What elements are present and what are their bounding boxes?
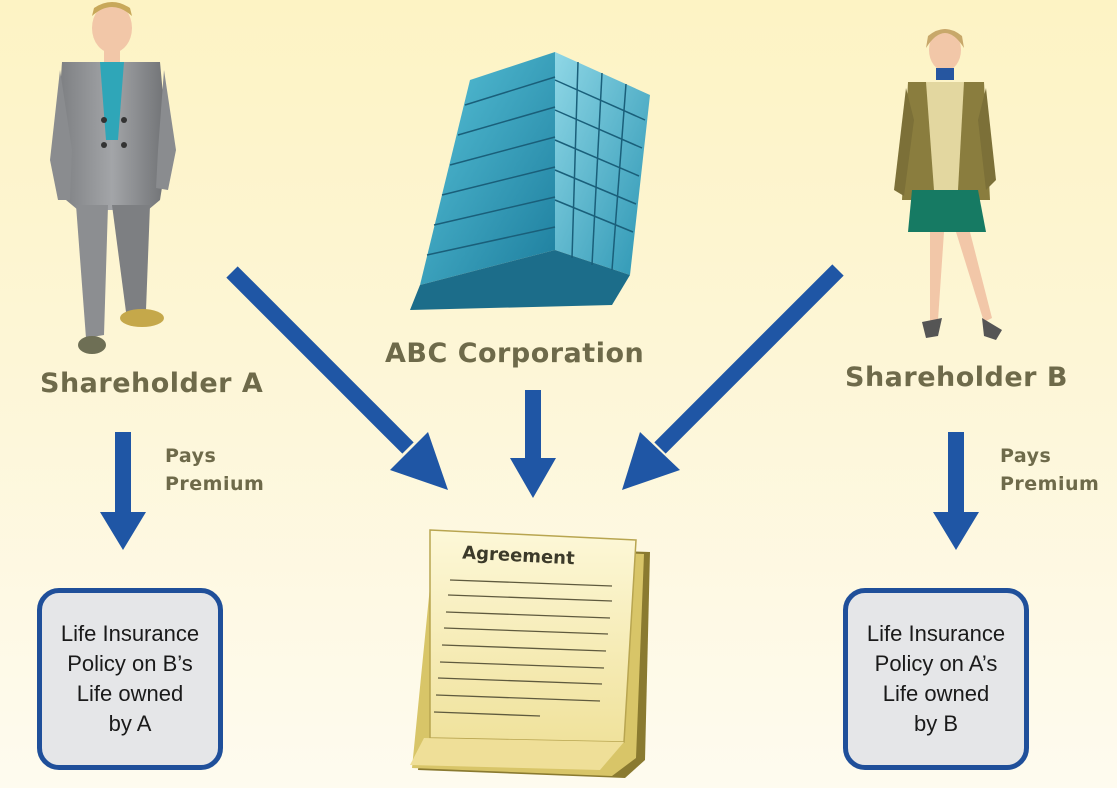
abc-corporation-label: ABC Corporation (385, 338, 645, 369)
abc-corporation-building (410, 52, 650, 310)
agreement-document: Agreement (410, 529, 650, 778)
arrow-a-to-policy (100, 432, 146, 550)
arrow-a-to-agreement (226, 266, 448, 490)
policy-right-line3: Life owned (882, 681, 990, 706)
policy-box-left: Life Insurance Policy on B’s Life owned … (37, 588, 223, 770)
pays-premium-left-line1: Pays (165, 445, 217, 467)
policy-box-right: Life Insurance Policy on A’s Life owned … (843, 588, 1029, 770)
policy-right-line1: Life Insurance (866, 621, 1006, 646)
pays-premium-right-line2: Premium (1000, 473, 1100, 495)
policy-left-line1: Life Insurance (60, 621, 200, 646)
pays-premium-left: Pays Premium (165, 442, 264, 498)
policy-right-line4: by B (913, 711, 959, 736)
pays-premium-right: Pays Premium (1000, 442, 1099, 498)
shareholder-b-figure (894, 29, 1002, 340)
pays-premium-left-line2: Premium (165, 473, 265, 495)
policy-left-line3: Life owned (76, 681, 184, 706)
shareholder-a-figure (50, 2, 176, 354)
policy-left-line4: by A (108, 711, 152, 736)
pays-premium-right-line1: Pays (1000, 445, 1052, 467)
policy-right-line2: Policy on A’s (874, 651, 998, 676)
arrow-corp-to-agreement (510, 390, 556, 498)
shareholder-a-label: Shareholder A (40, 368, 264, 399)
arrow-b-to-policy (933, 432, 979, 550)
arrow-b-to-agreement (622, 264, 844, 490)
shareholder-b-label: Shareholder B (845, 362, 1068, 393)
policy-left-line2: Policy on B’s (67, 651, 193, 676)
